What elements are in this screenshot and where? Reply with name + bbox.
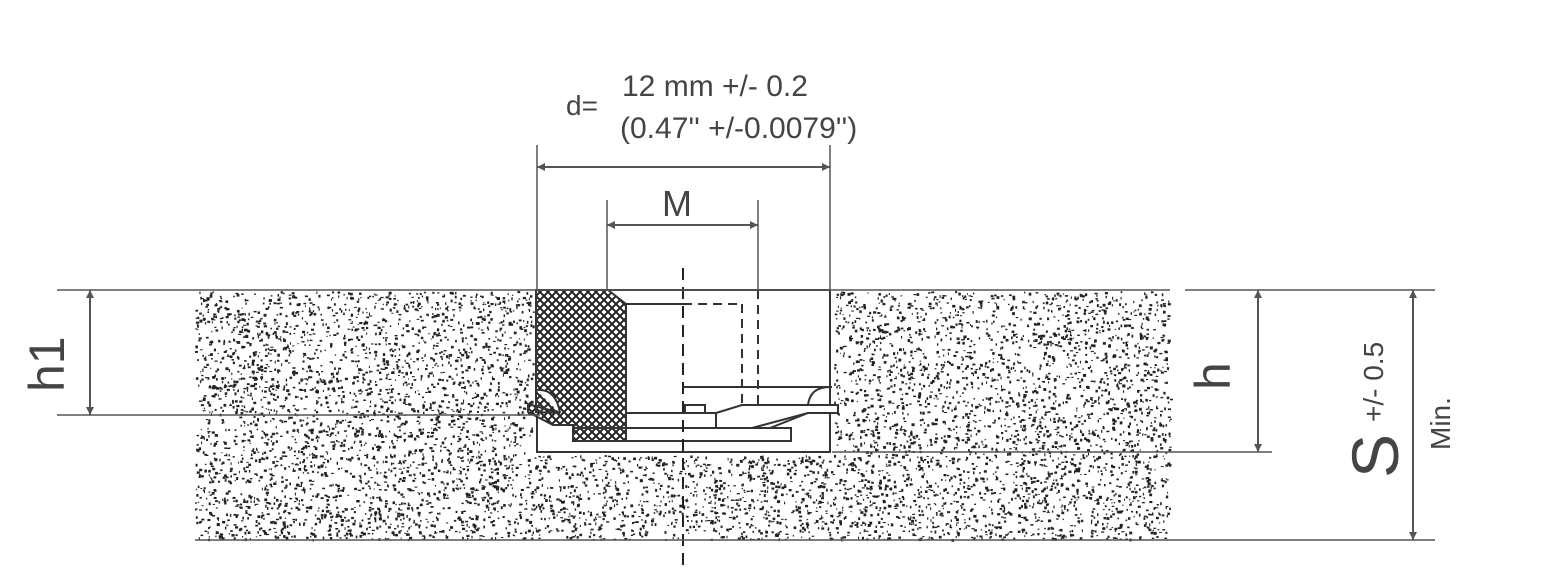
threaded-insert — [527, 289, 839, 442]
d-imperial-value: (0.47'' +/-0.0079'') — [620, 112, 857, 145]
d-label: d= — [566, 90, 598, 121]
d-metric-value: 12 mm +/- 0.2 — [622, 70, 808, 103]
m-label: M — [662, 183, 692, 224]
speckle-texture — [195, 291, 1173, 542]
s-tolerance: +/- 0.5 — [1358, 342, 1389, 422]
s-min-note: Min. — [1425, 397, 1456, 450]
h-label: h — [1185, 362, 1241, 390]
dimension-arrows — [86, 163, 1417, 540]
s-label: S — [1338, 434, 1412, 478]
extension-lines — [57, 145, 1435, 541]
insert-body-section — [527, 289, 627, 442]
h1-label: h1 — [19, 336, 75, 392]
